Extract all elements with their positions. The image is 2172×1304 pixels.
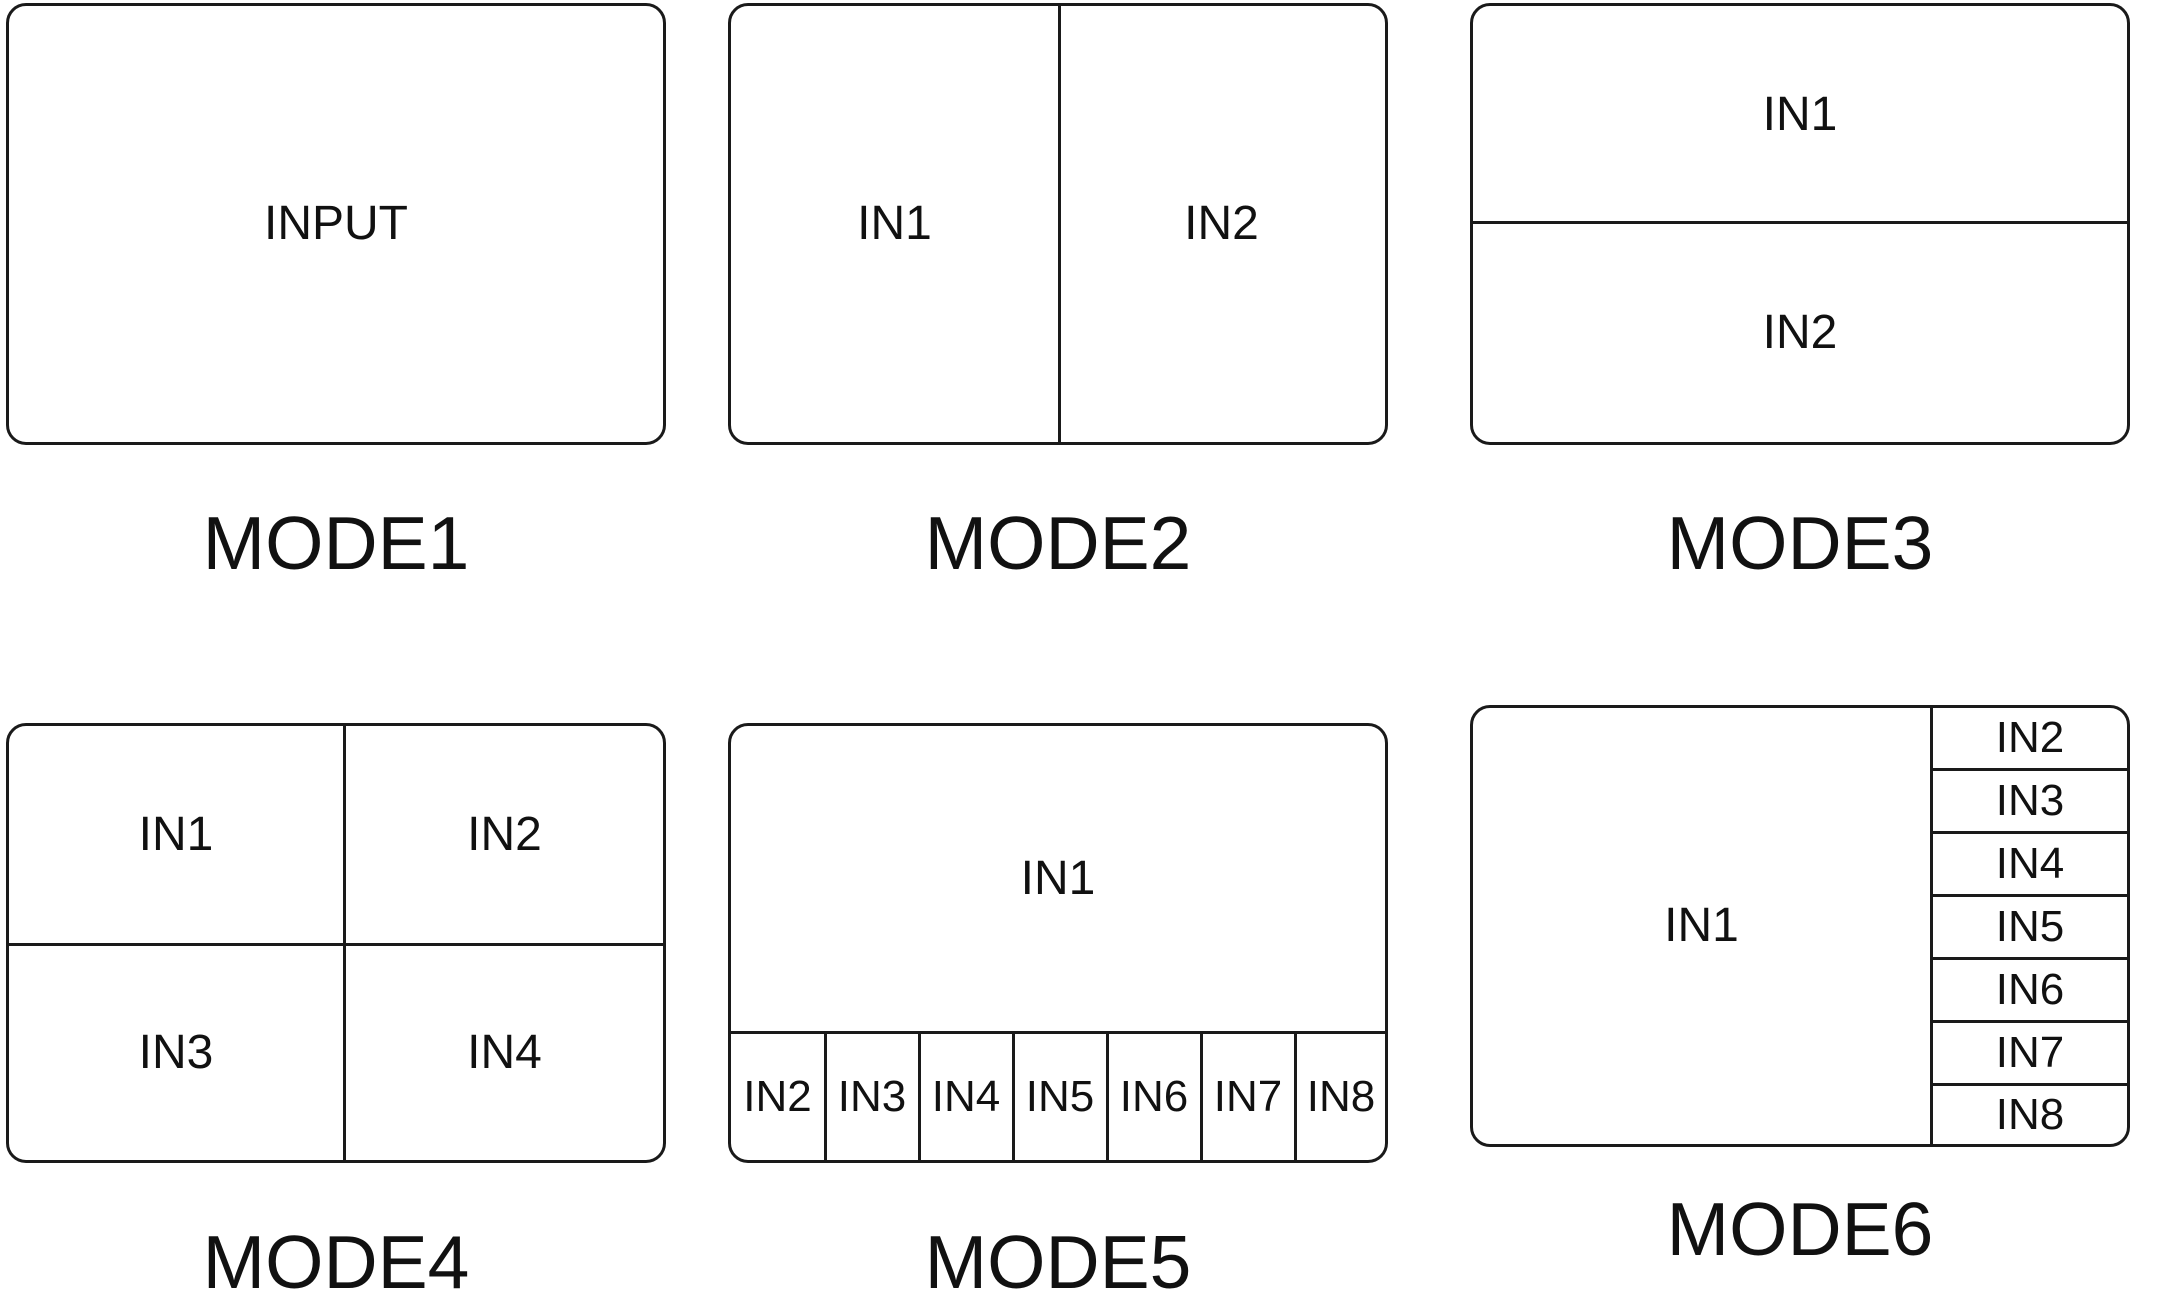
mode6-divider-2 xyxy=(1930,831,2127,834)
mode6-cell-in4: IN4 xyxy=(1995,839,2065,888)
mode3-cell-in1: IN1 xyxy=(1762,88,1838,141)
mode4-cell-in2: IN2 xyxy=(467,807,542,861)
mode5-cell-in6: IN6 xyxy=(1119,1072,1189,1121)
mode2-cell-in1: IN1 xyxy=(857,197,932,250)
mode4-label: MODE4 xyxy=(202,1220,470,1304)
mode5-panel: IN1 IN2 IN3 IN4 IN5 IN6 IN7 IN8 xyxy=(728,723,1388,1163)
mode5-cell-in4: IN4 xyxy=(931,1072,1001,1121)
mode6-cell-in5: IN5 xyxy=(1995,902,2065,951)
mode5-cell-in5: IN5 xyxy=(1025,1072,1095,1121)
mode5-cell-in7: IN7 xyxy=(1213,1072,1283,1121)
mode6-cell-in1: IN1 xyxy=(1664,899,1739,952)
mode1-cell-input: INPUT xyxy=(264,197,408,250)
mode4-cell-in3: IN3 xyxy=(138,1026,214,1079)
mode1-label: MODE1 xyxy=(202,501,470,585)
mode2-panel: IN1 IN2 xyxy=(728,3,1388,445)
mode3-label: MODE3 xyxy=(1666,501,1934,585)
mode5-cell-in1: IN1 xyxy=(1020,851,1096,905)
mode3-panel: IN1 IN2 xyxy=(1470,3,2130,445)
mode6-cell-in6: IN6 xyxy=(1995,965,2065,1014)
mode6-cell-in8: IN8 xyxy=(1995,1090,2065,1139)
mode5-divider-1 xyxy=(824,1031,827,1160)
mode6-cell-in7: IN7 xyxy=(1995,1028,2065,1077)
mode4-cell-in1: IN1 xyxy=(138,807,214,861)
mode5-divider-5 xyxy=(1200,1031,1203,1160)
mode4-panel: IN1 IN2 IN3 IN4 xyxy=(6,723,666,1163)
mode5-cell-in2: IN2 xyxy=(743,1072,812,1121)
mode6-panel: IN1 IN2 IN3 IN4 IN5 IN6 IN7 IN8 xyxy=(1470,705,2130,1147)
mode5-label: MODE5 xyxy=(924,1220,1192,1304)
mode2-divider xyxy=(1058,6,1061,442)
mode6-divider-1 xyxy=(1930,768,2127,771)
mode6-label: MODE6 xyxy=(1666,1187,1934,1271)
mode5-divider-4 xyxy=(1106,1031,1109,1160)
mode6-cell-in2: IN2 xyxy=(1995,713,2065,762)
mode5-divider-6 xyxy=(1294,1031,1297,1160)
mode2-label: MODE2 xyxy=(924,501,1192,585)
mode2-cell-in2: IN2 xyxy=(1184,197,1259,250)
mode4-cell-in4: IN4 xyxy=(467,1026,542,1079)
mode5-divider-3 xyxy=(1012,1031,1015,1160)
mode5-horizontal-divider xyxy=(731,1031,1385,1034)
mode3-divider xyxy=(1473,221,2127,224)
mode5-divider-2 xyxy=(918,1031,921,1160)
mode6-cell-in3: IN3 xyxy=(1995,776,2065,825)
mode6-divider-4 xyxy=(1930,957,2127,960)
mode6-divider-6 xyxy=(1930,1083,2127,1086)
mode1-panel: INPUT xyxy=(6,3,666,445)
mode6-divider-5 xyxy=(1930,1020,2127,1023)
mode3-cell-in2: IN2 xyxy=(1762,306,1838,359)
mode6-vertical-divider xyxy=(1930,708,1933,1144)
mode5-cell-in8: IN8 xyxy=(1306,1072,1376,1121)
mode4-horizontal-divider xyxy=(9,943,663,946)
mode6-divider-3 xyxy=(1930,894,2127,897)
mode5-cell-in3: IN3 xyxy=(837,1072,907,1121)
